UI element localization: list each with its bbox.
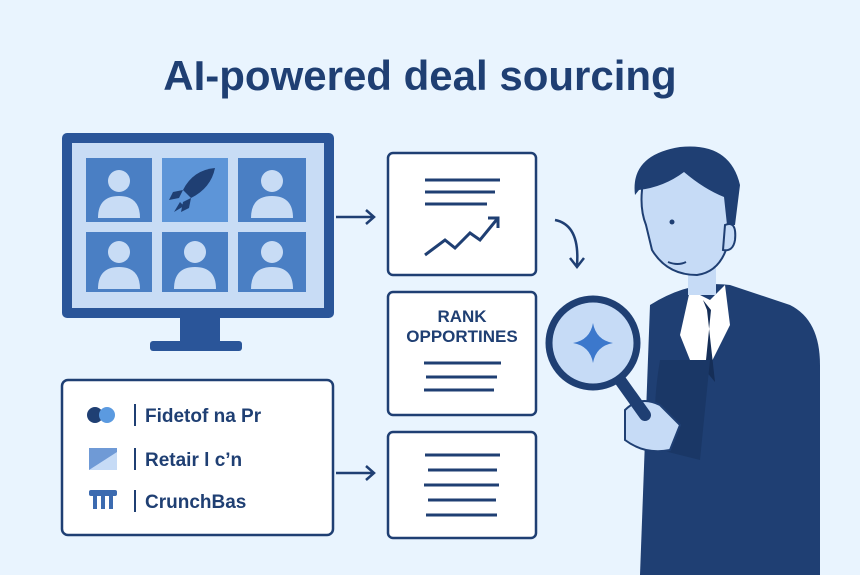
trend-card — [386, 151, 538, 277]
hair — [634, 146, 740, 225]
arrow-icon — [336, 209, 585, 481]
source-label: Fidetof na Pr — [145, 406, 262, 427]
rank-title: RANK — [437, 307, 487, 326]
source-item: CrunchBas — [89, 490, 246, 513]
sparkle-icon — [573, 323, 613, 363]
trend-up-icon — [424, 216, 500, 257]
rocket-icon — [169, 168, 215, 212]
source-label: CrunchBas — [145, 492, 246, 513]
list-card — [386, 430, 538, 540]
monitor — [62, 133, 334, 351]
rank-subtitle: OPPORTINES — [406, 327, 517, 346]
rank-card: RANK OPPORTINES — [386, 290, 538, 417]
person-icon — [98, 170, 293, 289]
magnifier-icon — [545, 295, 651, 421]
pillar-icon — [89, 490, 117, 496]
source-label: Retair l c’n — [145, 450, 242, 471]
businessman — [624, 146, 820, 575]
page-title: AI-powered deal sourcing — [163, 52, 676, 99]
source-item: Retair l c’n — [89, 448, 242, 471]
video-tiles — [86, 158, 306, 292]
two-circles-icon — [87, 407, 103, 423]
sources-panel: Fidetof na Pr Retair l c’n CrunchBas — [60, 378, 335, 537]
source-item: Fidetof na Pr — [87, 404, 262, 427]
